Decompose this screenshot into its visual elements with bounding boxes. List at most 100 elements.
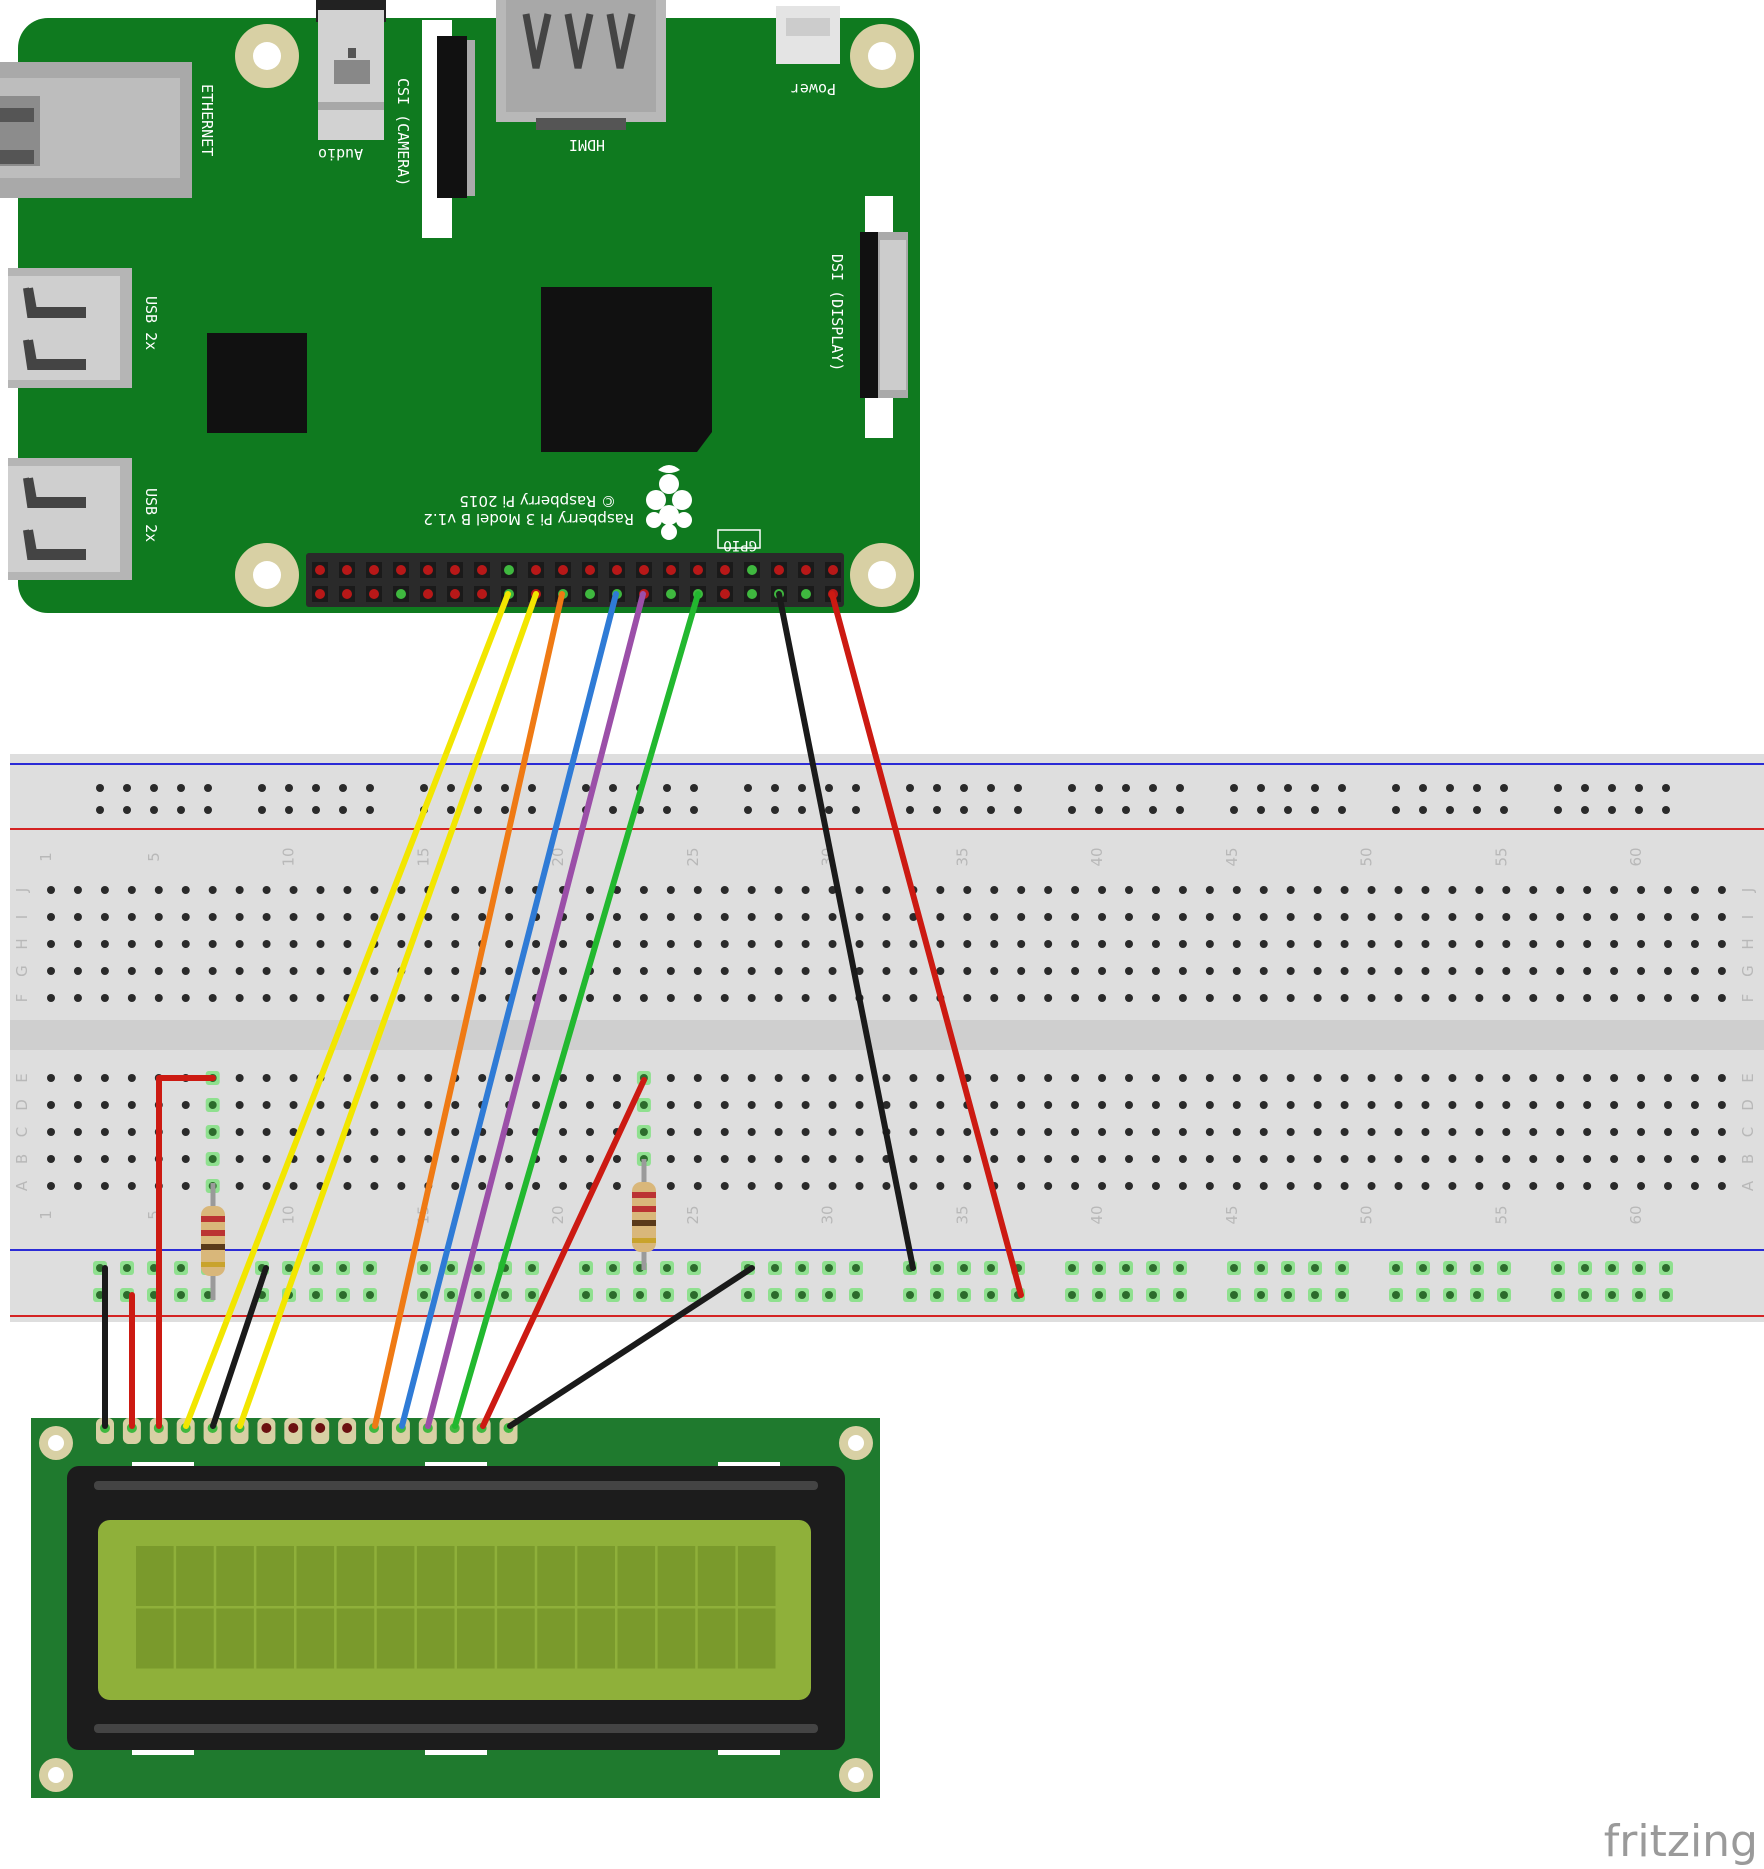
- breadboard-hole: [1340, 1182, 1349, 1190]
- breadboard-hole: [586, 940, 594, 948]
- breadboard-hole: [1340, 1101, 1349, 1109]
- wire-black-lcd-rw: [210, 1265, 269, 1429]
- usb-port-top: [8, 268, 132, 388]
- breadboard-hole: [1394, 967, 1403, 975]
- breadboard-hole: [363, 1261, 377, 1275]
- breadboard-hole: [1313, 1074, 1322, 1082]
- breadboard-hole: [532, 1182, 541, 1190]
- breadboard-hole: [1394, 1155, 1403, 1163]
- breadboard-hole: [316, 1155, 325, 1163]
- breadboard-hole: [451, 1128, 460, 1136]
- gpio-pins: [312, 562, 841, 602]
- breadboard-hole: [1311, 784, 1319, 792]
- breadboard-hole: [1367, 913, 1376, 921]
- breadboard-hole: [559, 994, 568, 1002]
- breadboard-hole: [1664, 1155, 1672, 1163]
- breadboard-hole: [1581, 784, 1589, 792]
- breadboard-hole: [1119, 1288, 1133, 1302]
- breadboard-hole: [1149, 784, 1157, 792]
- breadboard-hole: [1717, 940, 1726, 948]
- breadboard-hole: [687, 1261, 701, 1275]
- breadboard-hole: [1149, 806, 1157, 814]
- breadboard-hole: [1717, 967, 1726, 975]
- breadboard-hole: [1098, 1182, 1107, 1190]
- breadboard-hole: [501, 784, 509, 792]
- gpio-pin: [690, 562, 706, 578]
- breadboard-hole: [1556, 967, 1565, 975]
- breadboard-hole: [370, 913, 379, 921]
- breadboard-hole: [1475, 1074, 1484, 1082]
- breadboard-hole: [1017, 1155, 1026, 1163]
- breadboard-hole: [47, 1182, 55, 1190]
- breadboard-hole: [1529, 1128, 1538, 1136]
- breadboard-hole: [123, 806, 131, 814]
- breadboard-hole: [693, 1074, 702, 1082]
- gpio-pin: [528, 562, 544, 578]
- breadboard-hole: [1664, 1074, 1672, 1082]
- row-letter: I: [13, 915, 31, 919]
- lcd-character-cell: [336, 1546, 375, 1606]
- breadboard-hole: [1071, 940, 1080, 948]
- breadboard-hole: [1311, 806, 1319, 814]
- breadboard-hole: [127, 994, 136, 1002]
- breadboard-hole: [1340, 913, 1349, 921]
- breadboard-hole: [1205, 886, 1214, 894]
- breadboard-hole: [690, 806, 698, 814]
- breadboard-hole: [720, 940, 729, 948]
- breadboard-hole: [447, 806, 455, 814]
- row-letter: I: [1739, 915, 1757, 919]
- lcd-mounting-holes: [39, 1426, 873, 1792]
- column-number: 25: [684, 847, 702, 866]
- breadboard-hole: [1556, 886, 1565, 894]
- breadboard-hole: [316, 967, 325, 975]
- breadboard-hole: [424, 913, 433, 921]
- breadboard-hole: [370, 1128, 379, 1136]
- lcd-pin: [311, 1418, 330, 1444]
- gpio-pin: [582, 586, 598, 602]
- breadboard-hole: [100, 886, 109, 894]
- lcd-character-cell: [577, 1608, 615, 1669]
- breadboard-hole: [747, 967, 756, 975]
- breadboard-hole: [235, 1101, 244, 1109]
- row-letter: H: [1739, 938, 1757, 949]
- breadboard-hole: [47, 913, 55, 921]
- row-letter: E: [13, 1073, 31, 1082]
- column-number: 50: [1358, 1205, 1376, 1224]
- breadboard-hole: [1502, 994, 1511, 1002]
- breadboard-hole: [1421, 1074, 1430, 1082]
- breadboard-hole: [1286, 1128, 1295, 1136]
- breadboard-hole: [174, 1261, 188, 1275]
- audio-label: Audio: [318, 145, 363, 163]
- lcd-character-cell: [497, 1608, 535, 1669]
- breadboard-hole: [1690, 940, 1699, 948]
- breadboard-hole: [1443, 1261, 1457, 1275]
- breadboard-hole: [1394, 1074, 1403, 1082]
- breadboard-hole: [1367, 1182, 1376, 1190]
- breadboard-hole: [1284, 784, 1292, 792]
- lcd-character-cell: [617, 1608, 656, 1669]
- breadboard-hole: [370, 1101, 379, 1109]
- breadboard-hole: [1421, 913, 1430, 921]
- breadboard-hole: [1475, 994, 1484, 1002]
- breadboard-hole: [127, 1155, 136, 1163]
- breadboard-hole: [1017, 886, 1026, 894]
- breadboard-hole: [289, 967, 298, 975]
- model-label: Raspberry Pi 3 Model B v1.2: [423, 510, 634, 528]
- breadboard-hole: [1583, 886, 1592, 894]
- breadboard-hole: [801, 967, 810, 975]
- breadboard-hole: [825, 784, 833, 792]
- gpio-label: GPIO: [723, 537, 757, 553]
- breadboard-hole: [1092, 1288, 1106, 1302]
- breadboard-hole: [960, 784, 968, 792]
- breadboard-hole: [123, 784, 131, 792]
- row-letter: A: [1739, 1180, 1757, 1191]
- breadboard-hole: [1151, 940, 1160, 948]
- breadboard-hole: [1610, 940, 1619, 948]
- breadboard-hole: [262, 886, 271, 894]
- breadboard-hole: [1367, 1155, 1376, 1163]
- breadboard-hole: [505, 940, 514, 948]
- breadboard-hole: [289, 1128, 298, 1136]
- breadboard-hole: [1664, 913, 1672, 921]
- breadboard-hole: [1610, 1182, 1619, 1190]
- breadboard-hole: [825, 806, 833, 814]
